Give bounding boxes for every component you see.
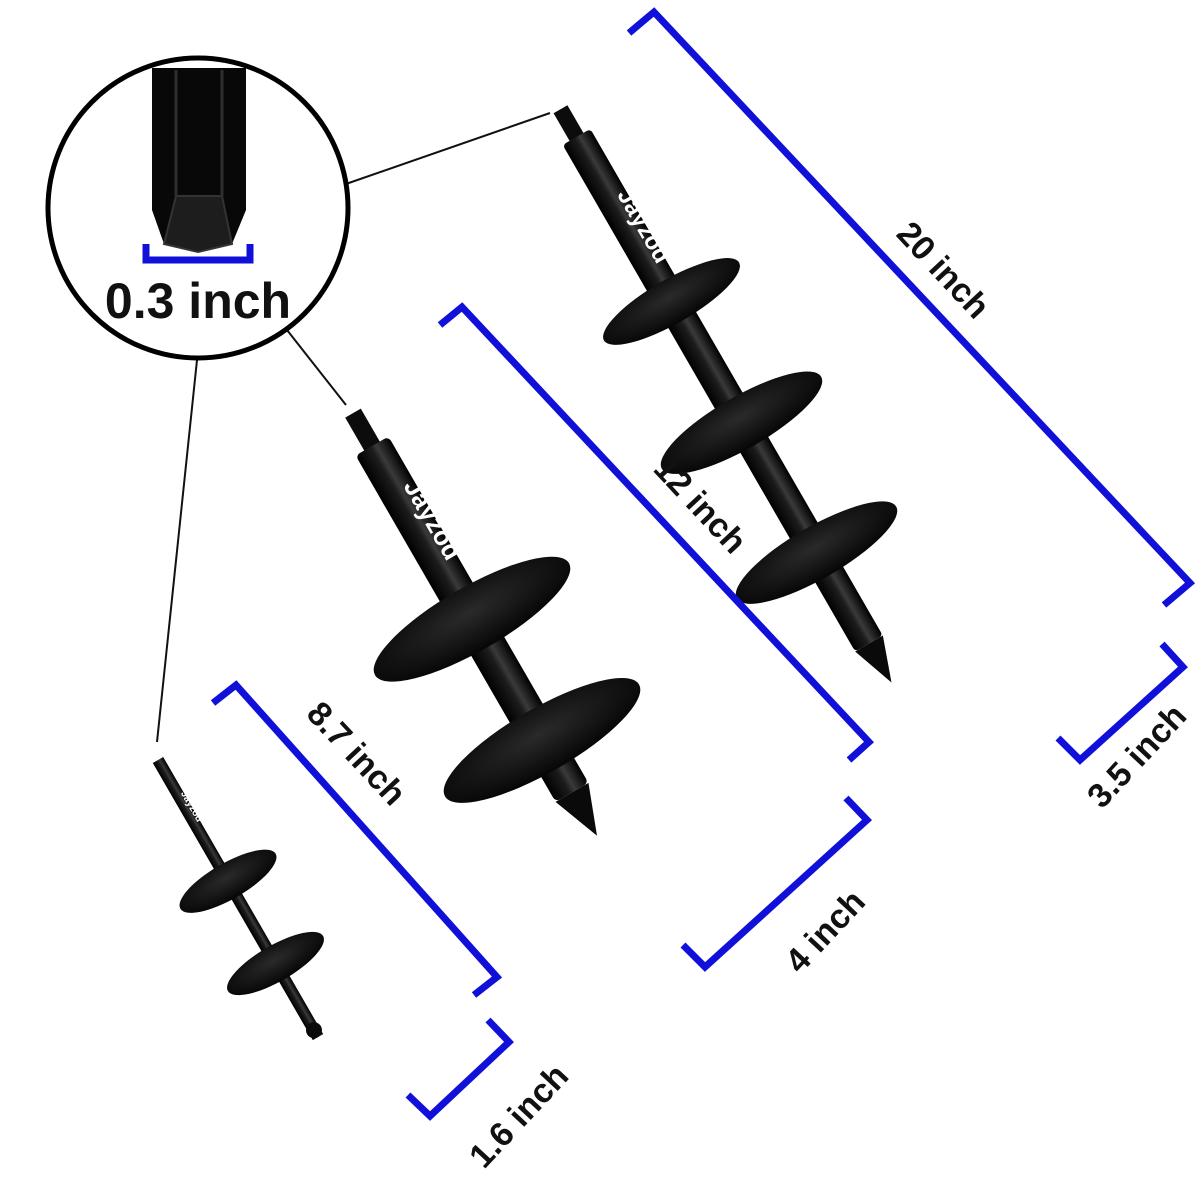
large-length-bracket <box>626 7 1196 608</box>
large-auger-blade <box>660 371 823 474</box>
medium-length-bracket <box>437 302 874 763</box>
medium-diameter-label: 4 inch <box>778 883 873 981</box>
small-auger-blade <box>227 931 324 996</box>
leader-lines <box>156 112 551 743</box>
dimension-labels: 20 inch 3.5 inch 12 inch 4 inch 8.7 inch… <box>299 215 1194 1176</box>
large-auger-blade <box>735 501 898 604</box>
hex-shank-facet <box>162 195 234 254</box>
medium-auger-point <box>555 782 597 836</box>
hex-width-bracket <box>142 244 254 264</box>
small-length-bracket <box>210 680 503 998</box>
leader-line-small <box>156 359 198 743</box>
medium-auger-blade <box>443 677 641 803</box>
leader-line-large <box>342 112 551 186</box>
small-diameter-bracket <box>405 1017 514 1121</box>
medium-auger-blade <box>373 556 571 682</box>
medium-auger: Jayzod <box>345 408 641 836</box>
large-diameter-label: 3.5 inch <box>1080 697 1194 816</box>
small-auger-tip-hole <box>306 1022 322 1039</box>
medium-diameter-bracket <box>680 795 873 972</box>
hex-width-label: 0.3 inch <box>105 273 291 329</box>
small-length-label: 8.7 inch <box>299 695 413 814</box>
large-diameter-bracket <box>1055 641 1188 765</box>
dimension-brackets <box>210 7 1196 1121</box>
large-auger-shaft <box>564 130 882 651</box>
large-auger: Jayzod <box>553 105 898 683</box>
large-auger-hex-tip <box>553 105 586 145</box>
medium-auger-hex-tip <box>345 408 381 453</box>
large-auger-blade <box>603 258 740 345</box>
large-auger-point <box>855 635 892 683</box>
small-auger-shaft <box>152 757 324 1041</box>
leader-line-medium <box>286 329 347 406</box>
hex-shank-zoom: 0.3 inch <box>45 55 351 361</box>
small-auger-blade <box>179 849 277 913</box>
large-length-label: 20 inch <box>889 215 997 327</box>
